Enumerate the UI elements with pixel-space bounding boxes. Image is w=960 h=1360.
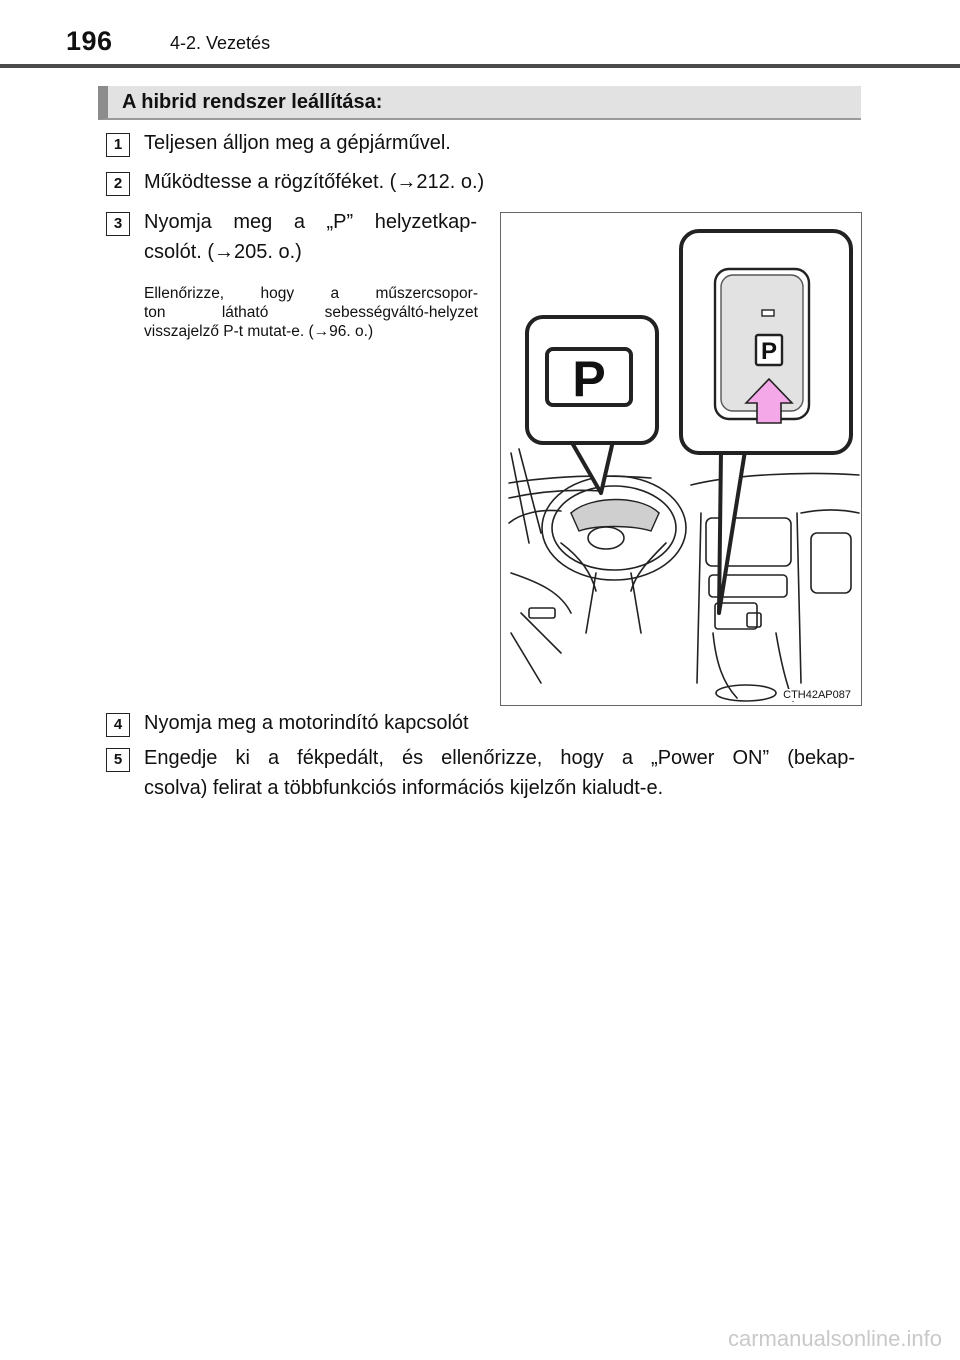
note-line-1: Ellenőrizze, hogy a műszercsopor-	[144, 285, 478, 302]
step-text-2: Működtesse a rögzítőféket. (→212. o.)	[144, 171, 485, 193]
dashboard-drawing: P P	[508, 229, 860, 702]
step-number-2: 2	[106, 172, 130, 196]
step-number-4: 4	[106, 713, 130, 737]
step-text-3-line-1: Nyomja meg a „P” helyzetkap-	[144, 211, 477, 233]
instrument-cluster	[570, 498, 660, 532]
steering-wheel-rim	[541, 475, 687, 581]
header-rule	[0, 64, 960, 68]
steering-wheel-hub	[587, 526, 625, 550]
section-title: A hibrid rendszer leállítása:	[122, 91, 383, 113]
step-text-3-line-2: csolót. (→205. o.)	[144, 241, 302, 263]
chapter-title: 4-2. Vezetés	[170, 33, 271, 53]
callout-p-letter: P	[572, 351, 605, 407]
note-line-2: ton látható sebességváltó-helyzet	[144, 304, 478, 321]
switch-p-letter: P	[761, 338, 777, 365]
figure-code: CTH42AP087	[781, 689, 853, 701]
step-number-3: 3	[106, 212, 130, 236]
step-number-1: 1	[106, 133, 130, 157]
step-number-5: 5	[106, 748, 130, 772]
step-text-4: Nyomja meg a motorindító kapcsolót	[144, 712, 469, 734]
step-text-5-line-1: Engedje ki a fékpedált, és ellenőrizze, …	[144, 747, 855, 769]
page-number: 196	[66, 26, 113, 56]
dashboard-illustration: P P CTH42AP087	[500, 212, 862, 706]
dash-top-line	[508, 475, 652, 484]
note-line-3: visszajelző P-t mutat-e. (→96. o.)	[144, 323, 374, 340]
section-heading-bar: A hibrid rendszer leállítása:	[98, 86, 861, 120]
center-display	[705, 517, 792, 567]
step-text-1: Teljesen álljon meg a gépjárművel.	[144, 132, 451, 154]
press-arrow-icon	[744, 377, 794, 424]
footer-watermark: carmanualsonline.info	[727, 1326, 942, 1351]
step-text-5-line-2: csolva) felirat a többfunkciós informáci…	[144, 777, 664, 799]
